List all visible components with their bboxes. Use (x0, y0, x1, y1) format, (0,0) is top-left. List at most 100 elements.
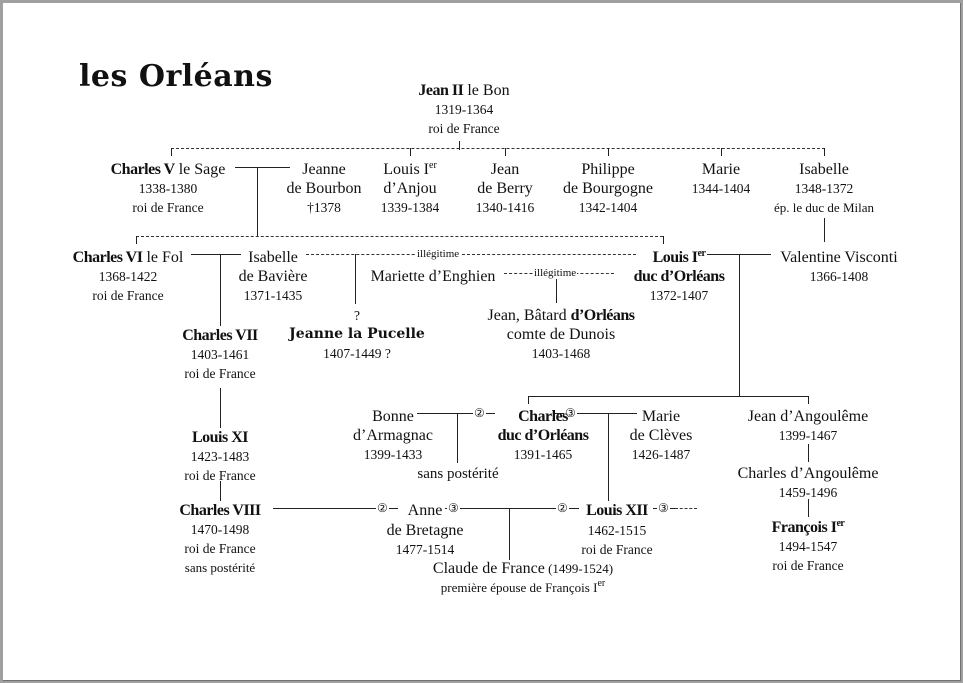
dates: †1378 (307, 200, 341, 215)
name-line2: d’Armagnac (353, 427, 433, 444)
dates: 1344-1404 (691, 181, 751, 196)
line (608, 413, 609, 501)
person-charles-duc-orleans: Charles duc d’Orléans 1391-1465 (488, 407, 598, 464)
role: roi de France (184, 541, 256, 556)
name: Charles VIII (179, 502, 261, 519)
genealogy-page: les Orléans illégitime illégitime ② ③ ② (3, 3, 961, 681)
name: Isabelle (248, 249, 298, 266)
person-jean-batard-orleans: Jean, Bâtard d’Orléans comte de Dunois 1… (471, 306, 651, 363)
line (171, 148, 172, 156)
person-bonne-armagnac: Bonne d’Armagnac 1399-1433 (343, 407, 443, 464)
dates: 1477-1514 (395, 542, 455, 557)
dates: 1339-1384 (380, 200, 440, 215)
person-marie: Marie 1344-1404 (681, 160, 761, 198)
dates: 1403-1461 (190, 347, 250, 362)
role: roi de France (92, 288, 164, 303)
person-jeanne-la-pucelle: ? Jeanne la Pucelle 1407-1449 ? (289, 306, 425, 363)
dates: 1391-1465 (513, 447, 573, 462)
person-isabelle: Isabelle 1348-1372 ép. le duc de Milan (759, 160, 889, 217)
superscript: er (429, 160, 437, 171)
name: Isabelle (799, 161, 849, 178)
name: Louis XII (583, 501, 651, 520)
dates: 1342-1404 (578, 200, 638, 215)
line (556, 279, 557, 303)
superscript: er (697, 248, 706, 259)
line (739, 254, 740, 397)
line (808, 499, 809, 517)
line (509, 508, 510, 560)
person-louis-xi: Louis XI 1423-1483 roi de France (173, 428, 267, 485)
illegitime-label: illégitime (533, 267, 578, 279)
name: Jean d’Angoulême (747, 408, 869, 425)
name-rest: le Sage (174, 161, 226, 178)
marriage-number: ③ (564, 406, 577, 420)
name: Charles VII (182, 327, 258, 344)
name: Marie (701, 161, 741, 178)
name: Philippe (581, 161, 635, 178)
dates: 1338-1380 (138, 181, 198, 196)
dates: 1366-1408 (809, 269, 869, 284)
name: Jeanne (302, 161, 346, 178)
dates: 1403-1468 (531, 346, 591, 361)
name: Jeanne la Pucelle (289, 326, 425, 342)
name-line2: duc d’Orléans (497, 427, 589, 444)
name: Marie (641, 408, 681, 425)
person-jean-angouleme: Jean d’Angoulême 1399-1467 (738, 407, 878, 445)
line (273, 508, 398, 509)
line (220, 388, 221, 428)
name-line2: de Bavière (238, 268, 308, 285)
line (235, 167, 290, 168)
name: Charles d’Angoulême (737, 465, 879, 482)
name: Louis I (383, 161, 429, 178)
name: Jean, Bâtard (487, 307, 571, 324)
dates: 1399-1433 (363, 447, 423, 462)
person-jean-ii: Jean II le Bon 1319-1364 roi de France (409, 81, 519, 138)
name-bold: d’Orléans (570, 307, 635, 324)
name-rest: le Bon (463, 82, 510, 99)
name-line2: d’Anjou (383, 180, 437, 197)
line (528, 396, 808, 397)
line (136, 236, 137, 244)
line (824, 218, 825, 242)
line (417, 413, 495, 414)
name: Bonne (372, 408, 414, 425)
line (171, 148, 825, 149)
name-line2: de Berry (477, 180, 533, 197)
person-louis-anjou: Louis Ier d’Anjou 1339-1384 (370, 160, 450, 217)
dates: 1368-1422 (98, 269, 158, 284)
page-title: les Orléans (79, 59, 273, 94)
line (675, 508, 697, 509)
line (608, 148, 609, 156)
name: Louis XI (191, 429, 249, 446)
marriage-number: ② (556, 501, 569, 515)
note-sans-posterite: sans postérité (417, 466, 499, 482)
dates: 1407-1449 ? (323, 346, 391, 361)
dates: 1348-1372 (794, 181, 854, 196)
marriage-number: ② (473, 406, 486, 420)
line (824, 148, 825, 156)
line (528, 396, 529, 404)
line (721, 148, 722, 156)
dates: 1462-1515 (587, 523, 647, 538)
name-line2: duc d’Orléans (633, 268, 725, 285)
dates: 1319-1364 (434, 102, 494, 117)
name: Anne (404, 501, 446, 520)
role: roi de France (581, 542, 653, 557)
line (306, 254, 636, 255)
name: Valentine Visconti (780, 249, 898, 266)
dates: 1459-1496 (778, 485, 838, 500)
name-line2: de Bretagne (386, 522, 464, 539)
role: roi de France (772, 558, 844, 573)
name-line2: de Clèves (629, 427, 693, 444)
illegitime-label: illégitime (416, 248, 461, 260)
marriage-number: ③ (657, 501, 670, 515)
name: François I (771, 519, 837, 536)
line (555, 413, 637, 414)
line (505, 148, 506, 156)
person-anne-de-bretagne: Anne de Bretagne 1477-1514 (375, 501, 475, 559)
name-line2: de Bourbon (286, 180, 362, 197)
name-bold: Charles V (110, 161, 176, 178)
marriage-number: ③ (447, 501, 460, 515)
line (459, 141, 460, 150)
person-francois-i: François Ier 1494-1547 roi de France (753, 518, 863, 575)
